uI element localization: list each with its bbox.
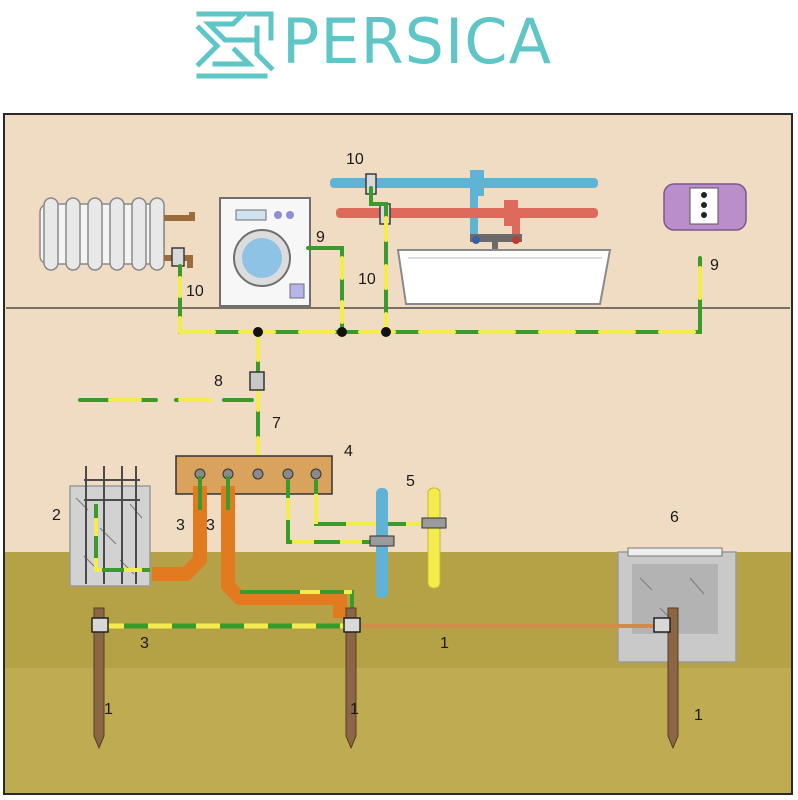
washing-machine <box>219 197 311 307</box>
label-pipe-clamp-top: 10 <box>346 151 364 168</box>
earthing-conductors <box>152 486 347 618</box>
bathtub <box>396 249 612 305</box>
grounding-diagram: 10 9 10 10 9 8 7 4 5 2 3 3 3 6 1 1 1 1 <box>3 113 793 795</box>
radiator <box>39 197 195 271</box>
label-pipes: 5 <box>406 473 415 490</box>
bus-to-pipe-wires <box>286 480 432 544</box>
label-washer-wire: 9 <box>316 229 325 246</box>
label-main-wire: 7 <box>272 415 281 432</box>
label-junction: 8 <box>214 373 223 390</box>
header: PERSICA <box>0 0 798 100</box>
water-heater <box>663 183 747 231</box>
label-foundation-left: 2 <box>52 507 61 524</box>
electrode-clamps <box>91 617 671 633</box>
equipotential-wires <box>78 186 702 458</box>
label-electrode-left: 1 <box>104 701 113 718</box>
label-pipe-clamp-bath: 10 <box>358 271 376 288</box>
soil-lower <box>5 668 791 793</box>
junction-connector <box>249 371 265 391</box>
label-electrode-right: 1 <box>694 707 703 724</box>
label-conductor-a: 3 <box>176 517 185 534</box>
label-radiator-clamp: 10 <box>186 283 204 300</box>
foundation-left-wire <box>94 504 150 572</box>
water-pipes <box>330 170 598 252</box>
label-ground-link: 1 <box>440 635 449 652</box>
label-bus-bar: 4 <box>344 443 353 460</box>
ground-electrodes <box>93 607 679 750</box>
label-foundation-right: 6 <box>670 509 679 526</box>
label-heater-wire: 9 <box>710 257 719 274</box>
service-pipes <box>369 487 447 598</box>
foundation-right <box>617 547 737 663</box>
label-ground-strip: 3 <box>140 635 149 652</box>
label-conductor-b: 3 <box>206 517 215 534</box>
label-electrode-mid: 1 <box>350 701 359 718</box>
brand-name: PERSICA <box>282 5 552 78</box>
wire-junctions <box>253 327 391 337</box>
persica-logo-icon <box>195 11 275 79</box>
